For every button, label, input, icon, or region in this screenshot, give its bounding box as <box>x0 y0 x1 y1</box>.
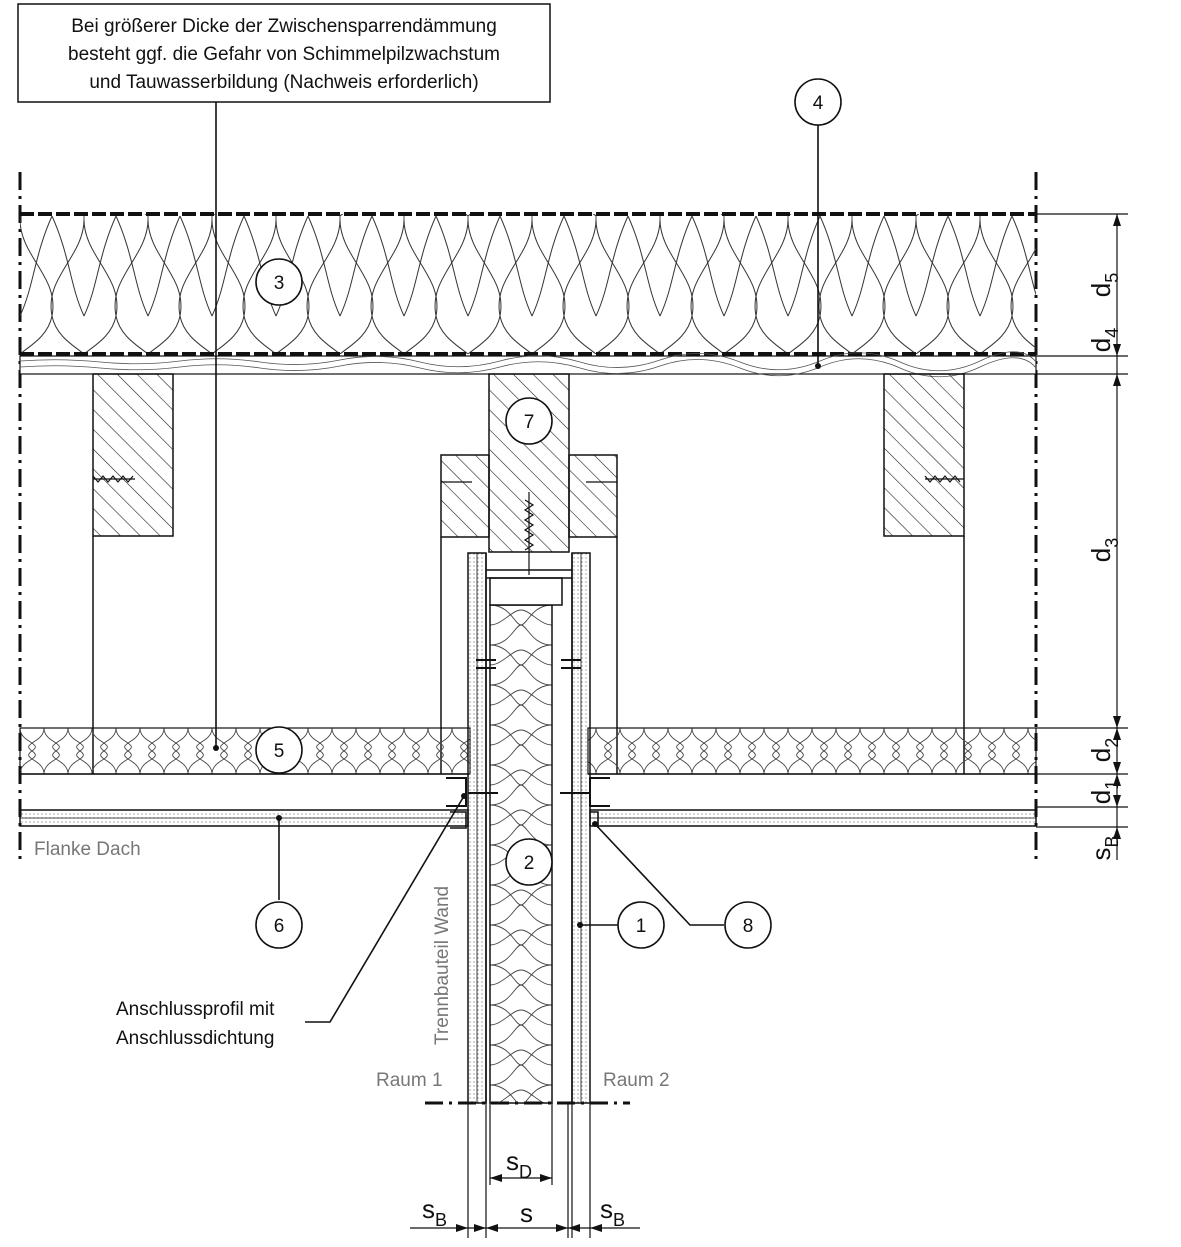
callout-8 <box>724 901 772 949</box>
leader-dots <box>213 363 821 928</box>
svg-text:d1: d1 <box>1086 780 1122 804</box>
svg-text:d5: d5 <box>1086 273 1122 297</box>
partition-wall <box>467 552 591 1104</box>
callout-7-label: 7 <box>524 412 535 433</box>
callout-4 <box>794 78 842 126</box>
anschluss-label-2: Anschlussdichtung <box>116 1028 274 1049</box>
dim-d2: d2 <box>1086 738 1122 762</box>
dim-sD: sD <box>506 1146 532 1182</box>
svg-text:d4: d4 <box>1086 328 1122 352</box>
callout-2-label: 2 <box>524 853 535 874</box>
dim-d1: d1 <box>1086 780 1122 804</box>
dim-sB-right: sB <box>1086 835 1122 860</box>
screws <box>92 475 964 575</box>
raum-2-label: Raum 2 <box>603 1070 670 1091</box>
callout-6-label: 6 <box>274 916 285 937</box>
dim-d4: d4 <box>1086 328 1122 352</box>
callout-1 <box>617 901 665 949</box>
callouts <box>255 78 842 949</box>
svg-text:sB: sB <box>1086 835 1122 860</box>
ceiling-cladding <box>19 773 1037 829</box>
roof-insulation <box>20 212 1036 356</box>
dim-sB-left: sB <box>422 1194 447 1230</box>
callout-5 <box>255 726 303 774</box>
note-line-2: besteht ggf. die Gefahr von Schimmelpilz… <box>68 44 500 65</box>
board-layer-4 <box>19 351 1037 378</box>
callout-2 <box>505 838 553 886</box>
insulation-layer-5 <box>19 727 1037 775</box>
dim-sB-right-bottom: sB <box>600 1194 625 1230</box>
svg-text:d2: d2 <box>1086 738 1122 762</box>
dim-d5: d5 <box>1086 273 1122 297</box>
callout-6 <box>255 901 303 949</box>
note-box <box>17 3 551 103</box>
dim-d3: d3 <box>1086 538 1122 562</box>
dim-s: s <box>520 1198 533 1228</box>
callout-1-label: 1 <box>636 916 647 937</box>
callout-5-label: 5 <box>274 741 285 762</box>
flanke-label: Flanke Dach <box>34 839 141 860</box>
trennbauteil-label: Trennbauteil Wand <box>432 886 453 1045</box>
right-dimension-chain <box>1036 213 1128 860</box>
leader-lines <box>215 102 819 1023</box>
raum-1-label: Raum 1 <box>376 1070 443 1091</box>
callout-7 <box>505 397 553 445</box>
callout-labels: 4 3 7 5 2 6 1 8 <box>274 93 824 937</box>
anschluss-label-1: Anschlussprofil mit <box>116 999 275 1020</box>
callout-8-label: 8 <box>743 916 754 937</box>
rafters <box>92 373 965 774</box>
bottom-dimension-arrows <box>456 1174 602 1232</box>
right-dimension-arrows <box>1113 214 1121 839</box>
svg-text:d3: d3 <box>1086 538 1122 562</box>
note-line-3: und Tauwasserbildung (Nachweis erforderl… <box>89 72 478 93</box>
callout-4-label: 4 <box>813 93 824 114</box>
note-line-1: Bei größerer Dicke der Zwischensparrendä… <box>71 16 497 37</box>
callout-3 <box>255 258 303 306</box>
callout-3-label: 3 <box>274 273 285 294</box>
